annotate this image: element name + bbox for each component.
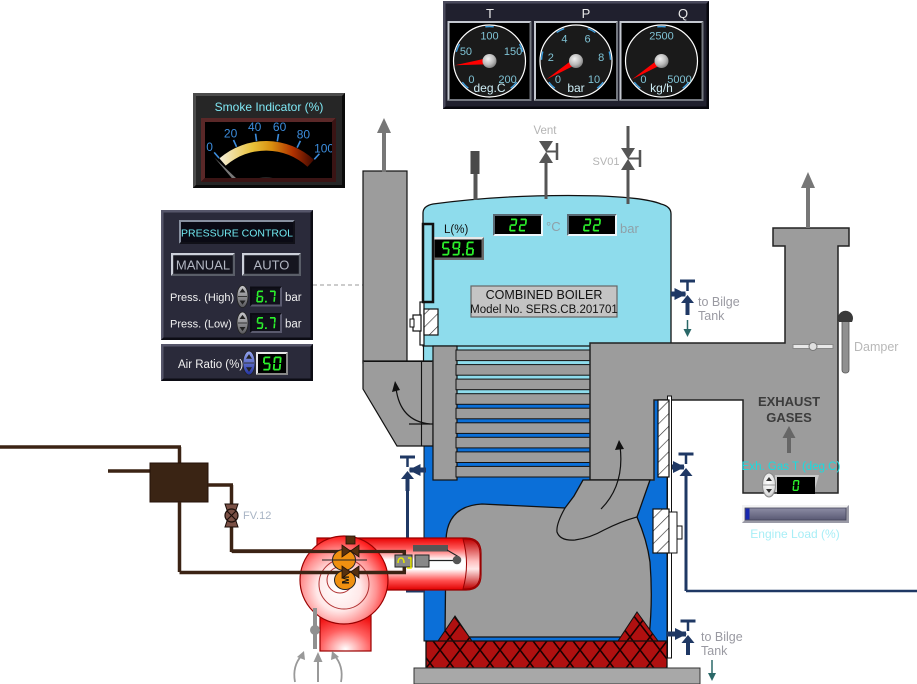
svg-text:Vent: Vent <box>533 125 557 137</box>
svg-text:10: 10 <box>588 74 600 86</box>
svg-text:T: T <box>486 6 494 21</box>
svg-text:8: 8 <box>598 52 604 64</box>
svg-text:6: 6 <box>585 33 591 45</box>
svg-text:kg/h: kg/h <box>650 81 673 95</box>
svg-text:Engine Load (%): Engine Load (%) <box>750 527 839 541</box>
svg-text:Tank: Tank <box>698 309 725 323</box>
svg-text:20: 20 <box>224 127 238 141</box>
svg-text:200: 200 <box>498 74 516 86</box>
svg-text:2: 2 <box>548 52 554 64</box>
svg-text:SV01: SV01 <box>593 156 620 168</box>
svg-text:to Bilge: to Bilge <box>698 295 740 309</box>
svg-text:0: 0 <box>555 74 561 86</box>
svg-text:P: P <box>582 6 591 21</box>
svg-text:5000: 5000 <box>667 74 691 86</box>
svg-text:°C: °C <box>546 219 561 234</box>
svg-text:PRESSURE CONTROL: PRESSURE CONTROL <box>181 228 293 240</box>
svg-text:MANUAL: MANUAL <box>176 258 230 273</box>
svg-text:to Bilge: to Bilge <box>701 630 743 644</box>
svg-text:0: 0 <box>640 74 646 86</box>
svg-text:deg.C: deg.C <box>473 81 505 95</box>
svg-text:bar: bar <box>285 319 302 331</box>
svg-text:L(%): L(%) <box>444 224 468 236</box>
svg-text:80: 80 <box>297 128 311 142</box>
svg-text:Model No. SERS.CB.201701: Model No. SERS.CB.201701 <box>470 304 618 316</box>
svg-text:Exh. Gas T (deg.C): Exh. Gas T (deg.C) <box>742 461 841 473</box>
svg-text:0: 0 <box>468 74 474 86</box>
svg-text:Q: Q <box>678 6 688 21</box>
svg-text:100: 100 <box>480 31 498 43</box>
svg-text:bar: bar <box>567 81 584 95</box>
svg-text:2500: 2500 <box>649 31 673 43</box>
svg-text:FV.12: FV.12 <box>243 510 271 522</box>
svg-text:60: 60 <box>273 120 287 134</box>
svg-text:GASES: GASES <box>766 410 812 425</box>
svg-text:EXHAUST: EXHAUST <box>758 394 820 409</box>
svg-text:Damper: Damper <box>854 340 898 354</box>
svg-text:Tank: Tank <box>701 644 728 658</box>
svg-text:AUTO: AUTO <box>254 258 290 273</box>
svg-text:bar: bar <box>620 221 639 236</box>
svg-text:50: 50 <box>460 46 472 58</box>
svg-text:Press. (Low): Press. (Low) <box>170 319 232 331</box>
svg-text:100: 100 <box>314 142 334 156</box>
svg-text:Smoke Indicator (%): Smoke Indicator (%) <box>215 100 324 114</box>
svg-text:40: 40 <box>248 120 262 134</box>
svg-text:bar: bar <box>285 292 302 304</box>
svg-text:Press. (High): Press. (High) <box>170 292 234 304</box>
svg-text:Air Ratio (%): Air Ratio (%) <box>178 359 243 371</box>
svg-text:0: 0 <box>206 140 213 154</box>
svg-text:4: 4 <box>561 33 567 45</box>
svg-text:150: 150 <box>504 46 522 58</box>
svg-text:M: M <box>341 576 352 584</box>
svg-text:COMBINED BOILER: COMBINED BOILER <box>486 288 603 302</box>
